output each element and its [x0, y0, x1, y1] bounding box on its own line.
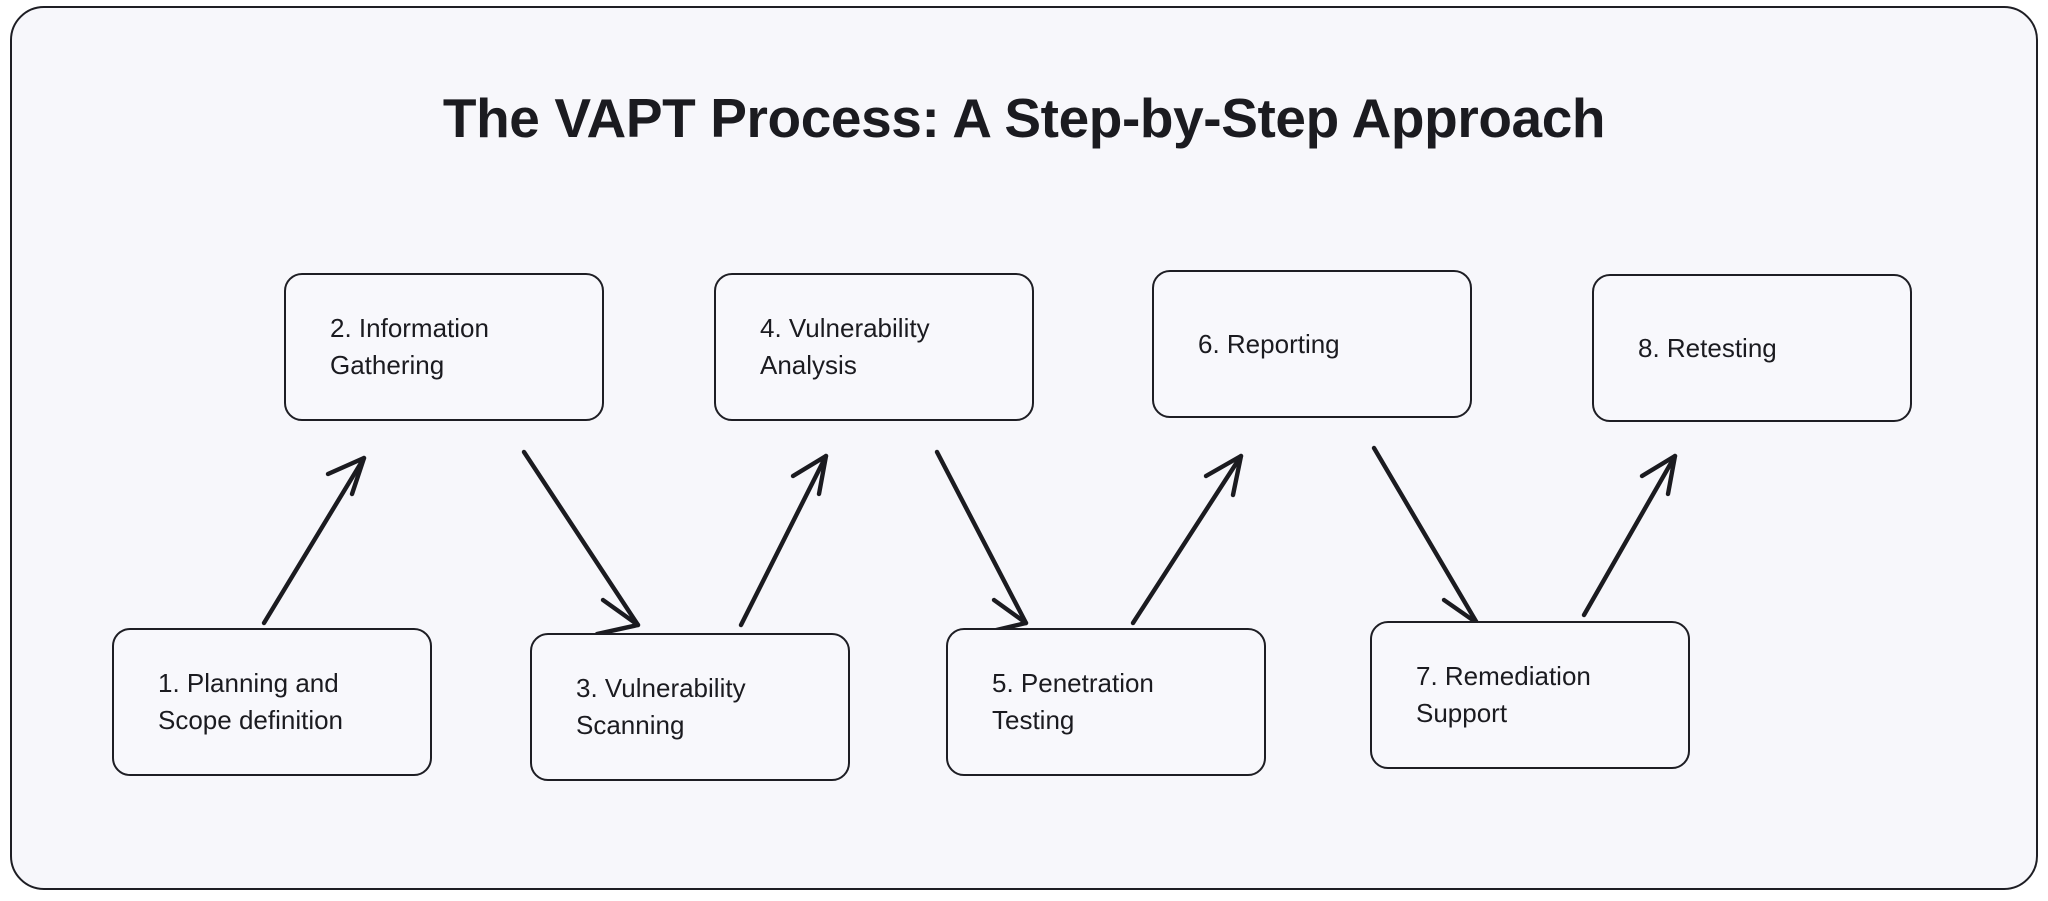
node-step1[interactable]: 1. Planning and Scope definition [112, 628, 432, 776]
arrow-step2-to-step3 [521, 449, 641, 637]
arrow-step5-to-step6 [1130, 453, 1244, 626]
node-step8[interactable]: 8. Retesting [1592, 274, 1912, 422]
node-step4[interactable]: 4. Vulnerability Analysis [714, 273, 1034, 421]
node-step1-label: 1. Planning and Scope definition [158, 668, 344, 735]
node-step7-label: 7. Remediation Support [1416, 661, 1591, 728]
node-step8-label: 8. Retesting [1638, 332, 1777, 363]
arrow-step1-to-step2 [261, 455, 367, 626]
arrow-step6-to-step7 [1371, 445, 1480, 634]
node-step3[interactable]: 3. Vulnerability Scanning [530, 633, 850, 781]
arrow-step7-to-step8 [1581, 453, 1678, 618]
node-step2[interactable]: 2. Information Gathering [284, 273, 604, 421]
node-step3-label: 3. Vulnerability Scanning [576, 673, 746, 740]
node-step2-label: 2. Information Gathering [330, 313, 489, 380]
arrow-step4-to-step5 [934, 449, 1029, 635]
node-step6-label: 6. Reporting [1198, 328, 1340, 359]
page-title: The VAPT Process: A Step-by-Step Approac… [442, 87, 1606, 149]
node-step5-label: 5. Penetration Testing [992, 668, 1154, 735]
arrow-step3-to-step4 [738, 453, 829, 628]
node-step4-label: 4. Vulnerability Analysis [760, 313, 930, 380]
node-step6[interactable]: 6. Reporting [1152, 270, 1472, 418]
diagram-frame: The VAPT Process: A Step-by-Step Approac… [10, 6, 2038, 890]
node-step7[interactable]: 7. Remediation Support [1370, 621, 1690, 769]
node-step5[interactable]: 5. Penetration Testing [946, 628, 1266, 776]
